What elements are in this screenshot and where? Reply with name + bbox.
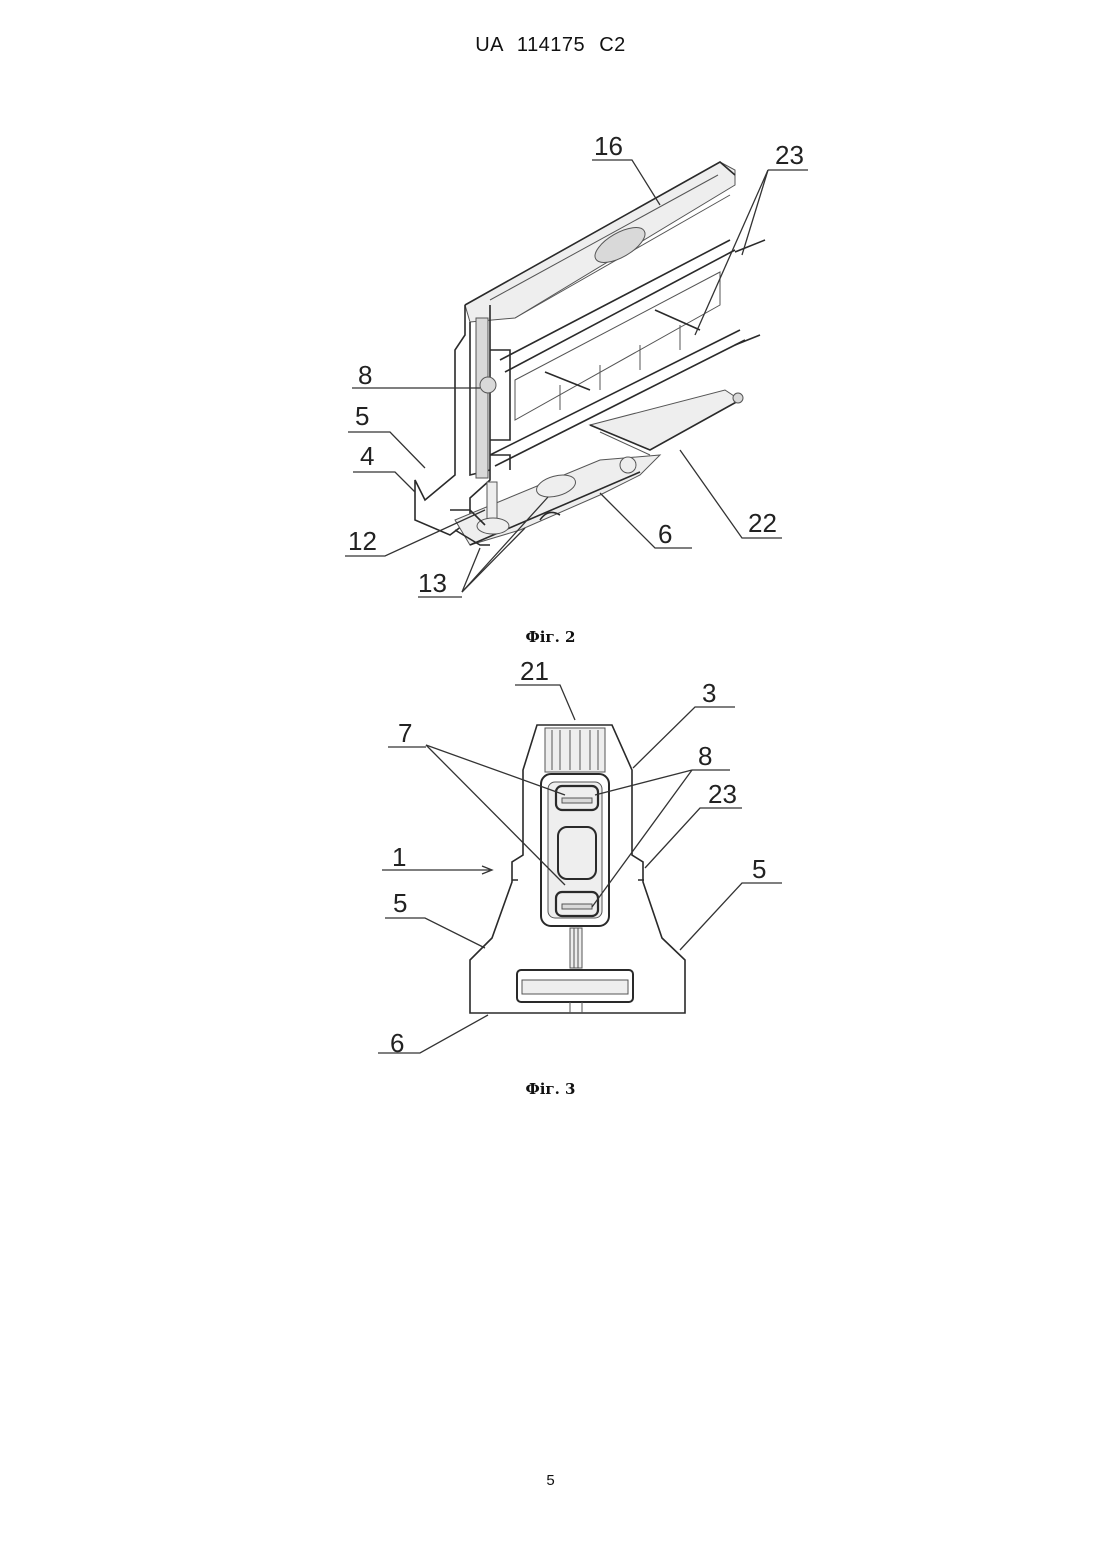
figure-2-labels: 16 23 8 5 4 12 13 6 22 xyxy=(345,131,808,598)
fig3-label-3: 3 xyxy=(702,678,716,708)
figure-3-drawing xyxy=(470,725,685,1013)
fig2-label-8: 8 xyxy=(358,360,372,390)
page-number: 5 xyxy=(0,1472,1101,1489)
fig2-label-16: 16 xyxy=(594,131,623,161)
figure-3-caption: Фіг. 3 xyxy=(0,1080,1101,1098)
fig2-label-4: 4 xyxy=(360,441,374,471)
fig2-label-13: 13 xyxy=(418,568,447,598)
fig3-label-21: 21 xyxy=(520,656,549,686)
fig3-label-7: 7 xyxy=(398,718,412,748)
figure-2-caption: Фіг. 2 xyxy=(0,628,1101,646)
fig3-label-5-left: 5 xyxy=(393,888,407,918)
fig3-label-1: 1 xyxy=(392,842,406,872)
fig3-label-23: 23 xyxy=(708,779,737,809)
fig2-label-23: 23 xyxy=(775,140,804,170)
figure-2-drawing xyxy=(415,162,765,545)
fig3-label-5-right: 5 xyxy=(752,854,766,884)
fig3-label-8: 8 xyxy=(698,741,712,771)
fig2-label-5: 5 xyxy=(355,401,369,431)
fig2-label-12: 12 xyxy=(348,526,377,556)
fig2-label-22: 22 xyxy=(748,508,777,538)
fig2-label-6: 6 xyxy=(658,519,672,549)
